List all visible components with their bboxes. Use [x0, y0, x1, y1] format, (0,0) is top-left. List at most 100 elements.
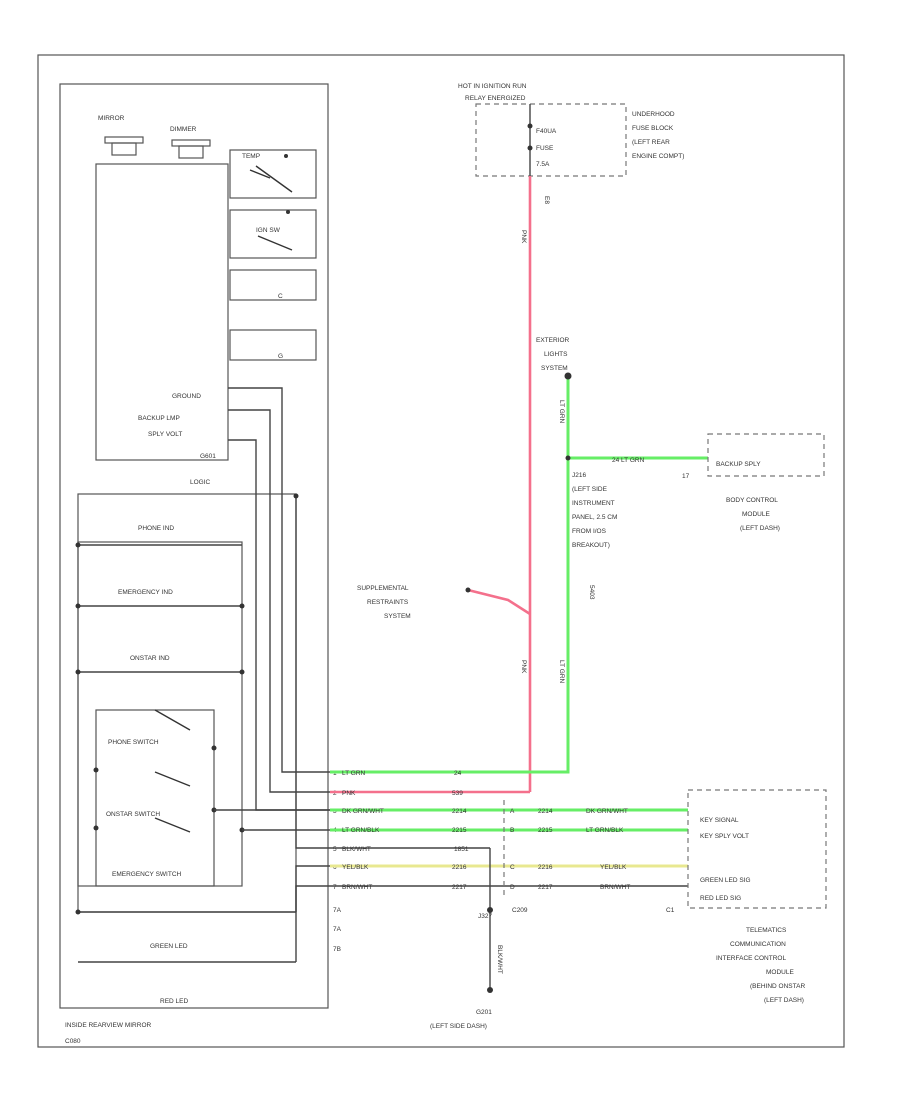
mirror-block-label: INSIDE REARVIEW MIRROR [65, 1022, 152, 1029]
red-led-label: RED LED [160, 998, 188, 1005]
svg-text:LT GRN/BLK: LT GRN/BLK [342, 827, 380, 834]
fuse-block-line-3: (LEFT REAR [632, 139, 670, 146]
emergency-switch-icon [154, 817, 191, 833]
bcm-line-2: MODULE [742, 511, 770, 518]
tcim-line-6: (LEFT DASH) [764, 997, 804, 1004]
wire-green-backup [330, 376, 570, 774]
svg-text:5: 5 [333, 846, 337, 853]
wire-pink-srs [467, 588, 531, 616]
exterior-line-3: SYSTEM [541, 365, 568, 372]
green-vert-label: LT GRN [558, 400, 565, 424]
relay-label: RELAY ENERGIZED [465, 95, 526, 102]
c1-label: C1 [666, 907, 675, 914]
svg-text:LT GRN/BLK: LT GRN/BLK [586, 827, 624, 834]
svg-text:C: C [510, 864, 515, 871]
c209-label: C209 [512, 907, 528, 914]
dimmer-sensor-icon [171, 139, 211, 159]
mirror-sensor-icon [104, 136, 144, 156]
mirror-sensor-label: MIRROR [98, 115, 125, 122]
key-sply-label: KEY SPLY VOLT [700, 833, 749, 840]
svg-text:2216: 2216 [538, 864, 553, 871]
mirror-connector: 1 2 3 4 5 6 7 7A 7A 7B [333, 770, 342, 953]
mirror-block-code: C080 [65, 1038, 81, 1045]
ign-switch-label: IGN SW [256, 227, 281, 234]
svg-text:2214: 2214 [538, 808, 553, 815]
fuse-block-line-2: FUSE BLOCK [632, 125, 674, 132]
svg-text:539: 539 [452, 790, 463, 797]
bcm-wire-label: 24 LT GRN [612, 457, 645, 464]
ign-switch-icon [257, 235, 293, 251]
switch-panel [95, 709, 215, 887]
hot-label: HOT IN IGNITION RUN [458, 83, 527, 90]
g201-location: (LEFT SIDE DASH) [430, 1023, 487, 1030]
pink-wire-label: PNK [520, 230, 527, 244]
srs-line-2: RESTRAINTS [367, 599, 409, 606]
svg-text:BLK/WHT: BLK/WHT [342, 846, 371, 853]
key-signal-label: KEY SIGNAL [700, 817, 739, 824]
j216-line-5: FROM I/OS [572, 528, 607, 535]
pink-wire-mid-label: PNK [520, 660, 527, 674]
backup-lamp-label: BACKUP LMP [138, 415, 180, 422]
red-led-sig-label: RED LED SIG [700, 895, 741, 902]
backup-volt-label: SPLY VOLT [148, 431, 182, 438]
ground-label: GROUND [172, 393, 201, 400]
mirror-block [59, 83, 329, 1009]
svg-text:7B: 7B [333, 946, 341, 953]
svg-text:2215: 2215 [538, 827, 553, 834]
fuse-amp: 7.5A [536, 161, 550, 168]
tcim-line-1: TELEMATICS [746, 927, 787, 934]
conn-g-box [229, 329, 317, 361]
g201-label: G201 [476, 1009, 492, 1016]
c209-pins: A B C D [510, 808, 515, 891]
j216-line-2: (LEFT SIDE [572, 486, 608, 493]
phone-ind-label: PHONE IND [138, 525, 174, 532]
ign-switch-box [229, 209, 317, 259]
j216-line-6: BREAKOUT) [572, 542, 610, 549]
temp-switch-icon [249, 165, 293, 193]
tcim-line-3: INTERFACE CONTROL [716, 955, 786, 962]
svg-text:BRN/WHT: BRN/WHT [342, 884, 372, 891]
conn-g-label: G [278, 353, 283, 360]
svg-text:LT GRN: LT GRN [342, 770, 366, 777]
diagram-frame [37, 54, 845, 1048]
onstar-switch-icon [154, 771, 191, 787]
srs-line-1: SUPPLEMENTAL [357, 585, 409, 592]
harness-left-labels: LT GRN 24 PNK 539 DK GRN/WHT 2214 LT GRN… [342, 770, 469, 891]
svg-text:BRN/WHT: BRN/WHT [600, 884, 630, 891]
tcim-block [687, 789, 827, 909]
exterior-line-1: EXTERIOR [536, 337, 570, 344]
svg-text:7A: 7A [333, 926, 342, 933]
j216-line-3: INSTRUMENT [572, 500, 615, 507]
conn-c-box [229, 269, 317, 301]
fuse-block-line-1: UNDERHOOD [632, 111, 675, 118]
mirror-electronics-box [95, 163, 229, 461]
fuse-num: F40UA [536, 128, 557, 135]
svg-text:A: A [510, 808, 515, 815]
vert-circuit-5403: 5403 [588, 585, 595, 600]
j327-label: J327 [478, 913, 492, 920]
emergency-ind-label: EMERGENCY IND [118, 589, 173, 596]
temp-label: TEMP [242, 153, 260, 160]
svg-text:D: D [510, 884, 515, 891]
green-led-sig-label: GREEN LED SIG [700, 877, 751, 884]
wire-backup-lamp [228, 387, 330, 773]
harness-right-labels: 2214 DK GRN/WHT 2215 LT GRN/BLK 2216 YEL… [538, 808, 630, 891]
green-led-label: GREEN LED [150, 943, 188, 950]
fuse-name: FUSE [536, 145, 554, 152]
svg-text:2217: 2217 [538, 884, 553, 891]
svg-text:2: 2 [333, 790, 337, 797]
svg-text:1851: 1851 [454, 846, 469, 853]
tcim-line-5: (BEHIND ONSTAR [750, 983, 805, 990]
bcm-block [707, 433, 825, 477]
j216-line-4: PANEL, 2.5 CM [572, 514, 617, 521]
svg-text:YEL/BLK: YEL/BLK [600, 864, 627, 871]
svg-text:YEL/BLK: YEL/BLK [342, 864, 369, 871]
svg-text:B: B [510, 827, 514, 834]
srs-line-3: SYSTEM [384, 613, 411, 620]
svg-text:7A: 7A [333, 907, 342, 914]
j216-line-1: J216 [572, 472, 586, 479]
fuse-block [475, 103, 627, 177]
onstar-switch-label: ONSTAR SWITCH [106, 811, 160, 818]
svg-text:2216: 2216 [452, 864, 467, 871]
